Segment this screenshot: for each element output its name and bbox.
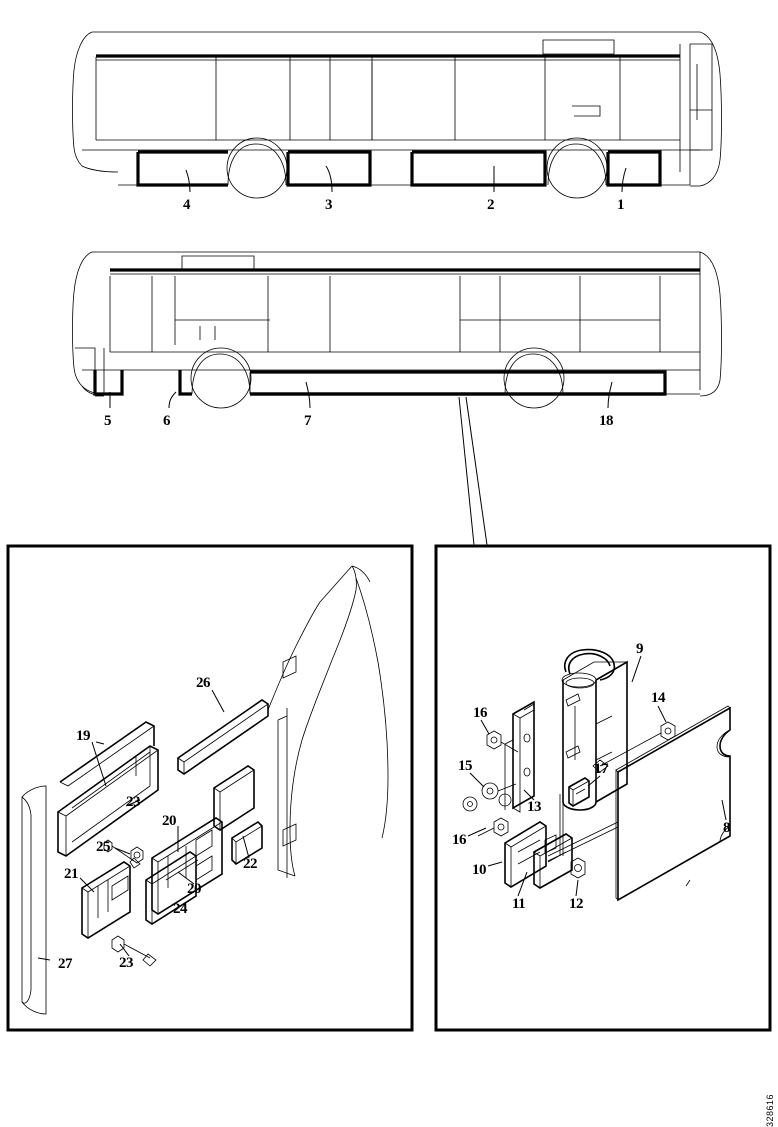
part-16-fastener-lower: [477, 793, 512, 837]
callout-13: 13: [527, 799, 542, 815]
callout-3: 3: [325, 197, 333, 213]
callout-1: 1: [617, 197, 625, 213]
part-13-plate: [504, 700, 535, 813]
bus-side-view-lower: [72, 251, 722, 409]
drawing-sheet: 4 3 2 1 5 6 7 18 26 19 23 20 25 22 21 20…: [6, 31, 775, 1127]
part-27-outer-skin: [21, 785, 47, 1015]
callout-8: 8: [723, 820, 731, 836]
part-8-large-panel: [615, 705, 731, 902]
callout-20-a: 20: [162, 813, 177, 829]
callout-20-b: 20: [187, 881, 202, 897]
part-22-bracket: [213, 765, 263, 866]
right-panel-connecting-rod: [544, 794, 619, 862]
callout-24: 24: [173, 901, 188, 917]
detail-panel-right-content: [462, 648, 731, 902]
left-panel-large-contour: [267, 565, 389, 878]
part-15-washer: [462, 782, 517, 812]
callout-21: 21: [64, 866, 79, 882]
part-19-rail-upper: [59, 721, 155, 787]
callout-9: 9: [636, 641, 644, 657]
part-12-nut: [570, 857, 586, 879]
detail-panel-right-frame: [434, 544, 772, 1032]
detail-leader-lines: [458, 396, 488, 546]
callout-17: 17: [594, 761, 609, 777]
bus-side-view-upper: [72, 31, 722, 199]
part-19-rail: [57, 745, 159, 857]
detail-panel-left-content: [21, 565, 389, 1015]
callout-15: 15: [458, 758, 473, 774]
callout-18: 18: [599, 413, 614, 429]
part-26-rail: [177, 699, 269, 775]
callout-4: 4: [183, 197, 191, 213]
part-23-bolt-lower: [111, 935, 157, 967]
callout-7: 7: [304, 413, 312, 429]
detail-panel-left-frame: [6, 544, 414, 1032]
callout-10: 10: [472, 862, 487, 878]
callout-23-a: 23: [126, 794, 141, 810]
callout-16-b: 16: [452, 832, 467, 848]
callout-leaders: [37, 165, 727, 961]
callout-25: 25: [96, 839, 111, 855]
callout-23-b: 23: [119, 955, 134, 971]
callout-27: 27: [58, 956, 73, 972]
callout-2: 2: [487, 197, 495, 213]
part-17-bracket: [568, 777, 590, 807]
part-25-fastener: [130, 846, 144, 864]
callout-12: 12: [569, 896, 584, 912]
callout-16-a: 16: [473, 705, 488, 721]
part-21-bracket: [81, 861, 131, 939]
part-14-fastener: [592, 721, 676, 773]
callout-6: 6: [163, 413, 171, 429]
callout-22: 22: [243, 856, 258, 872]
part-20-plate-2: [145, 851, 197, 925]
callout-14: 14: [651, 690, 666, 706]
callout-11: 11: [512, 896, 526, 912]
part-9-container: [561, 648, 628, 811]
drawing-geometry: [6, 31, 772, 1032]
part-16-fastener-upper: [486, 730, 519, 753]
callout-5: 5: [104, 413, 112, 429]
sheet-code: 328616: [765, 1094, 775, 1127]
callout-26: 26: [196, 675, 211, 691]
callout-19: 19: [76, 728, 91, 744]
